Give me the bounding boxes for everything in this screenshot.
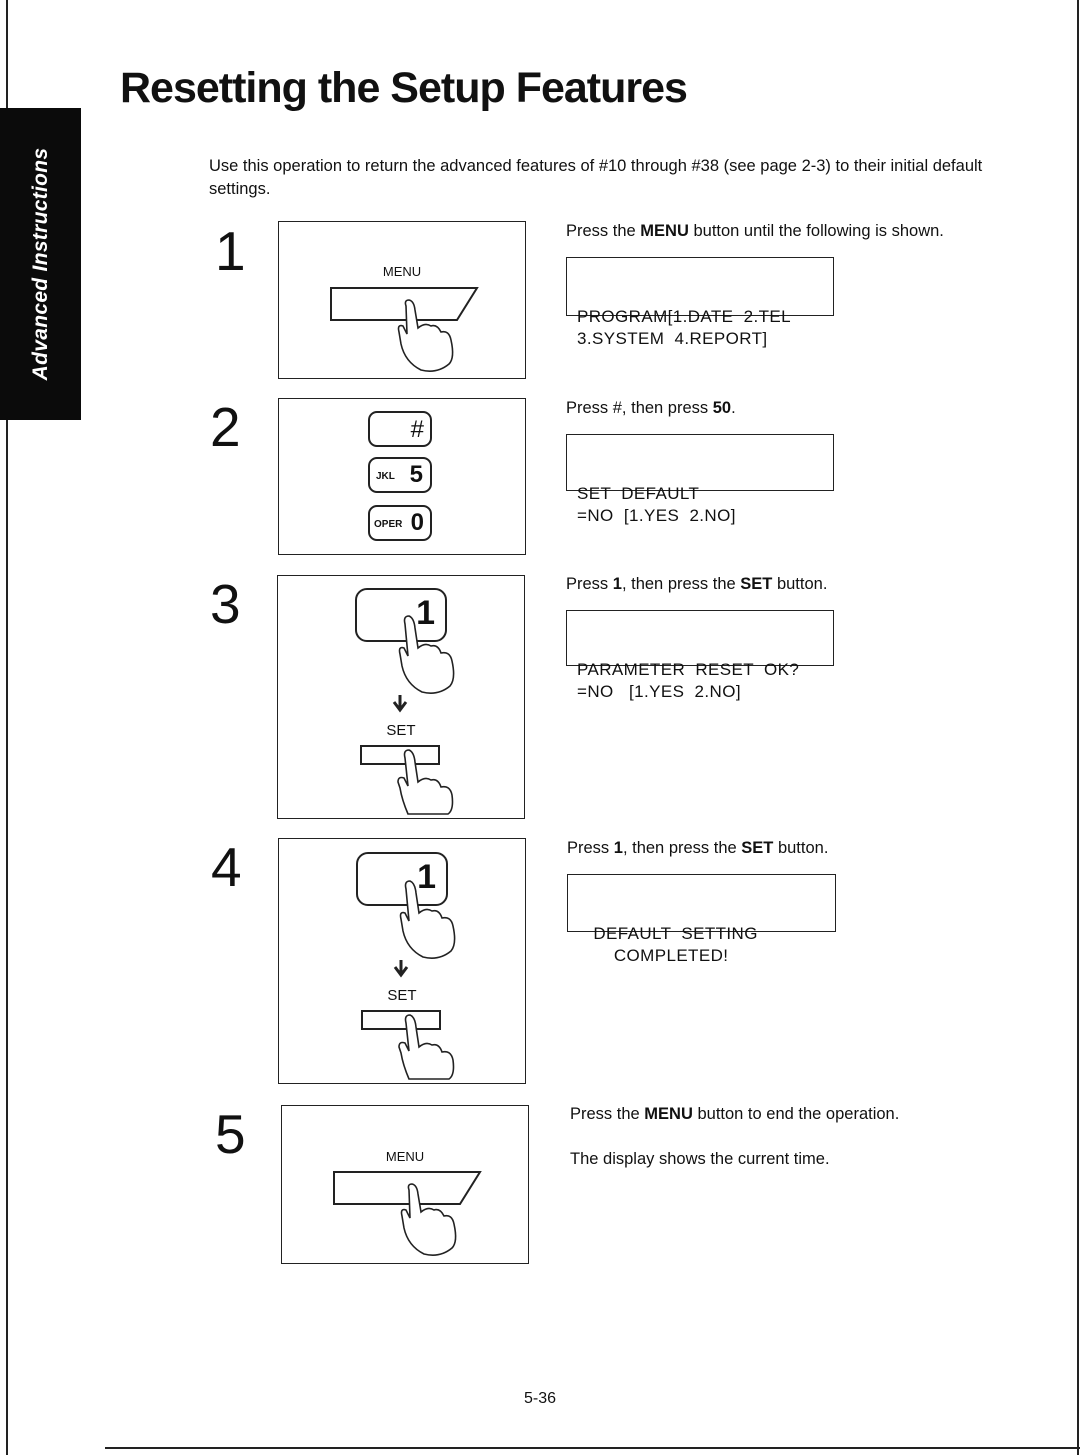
step-3-number: 3 xyxy=(210,573,241,635)
step-3-instruction: Press 1, then press the SET button. xyxy=(566,575,828,593)
step-1-panel: MENU xyxy=(278,221,526,379)
step-5-number: 5 xyxy=(215,1103,246,1165)
step-3-lcd-display: PARAMETER RESET OK?=NO [1.YES 2.NO] xyxy=(566,610,834,701)
step-2-instruction: Press #, then press 50. xyxy=(566,399,736,417)
right-margin-rule xyxy=(1077,0,1079,1455)
step-4-number: 4 xyxy=(211,836,242,898)
menu-button-press-icon xyxy=(333,1171,482,1256)
step-5-instruction: Press the MENU button to end the operati… xyxy=(570,1105,900,1123)
menu-button-label: MENU xyxy=(385,1149,425,1164)
press-key-1-then-set-icon xyxy=(361,880,456,1080)
step-4-instruction: Press 1, then press the SET button. xyxy=(567,839,829,857)
key-1: 1 xyxy=(355,588,447,642)
menu-button-press-icon xyxy=(330,287,479,372)
bottom-margin-rule xyxy=(105,1447,1080,1449)
key-5: JKL 5 xyxy=(368,457,432,493)
step-2-panel: # JKL 5 OPER 0 xyxy=(278,398,526,555)
menu-button-label: MENU xyxy=(382,264,422,279)
step-5-note: The display shows the current time. xyxy=(570,1150,830,1168)
intro-paragraph: Use this operation to return the advance… xyxy=(209,157,983,198)
step-2-lcd-display: SET DEFAULT=NO [1.YES 2.NO] xyxy=(566,434,834,525)
page-title: Resetting the Setup Features xyxy=(120,64,688,112)
step-4-lcd-display: DEFAULT SETTING COMPLETED! xyxy=(567,874,836,965)
key-1: 1 xyxy=(356,852,448,906)
side-tab-label: Advanced Instructions xyxy=(28,147,52,381)
page-number: 5-36 xyxy=(523,1390,557,1407)
step-2-number: 2 xyxy=(210,396,241,458)
press-key-1-then-set-icon xyxy=(360,615,455,815)
step-4-panel: 1 SET xyxy=(278,838,526,1084)
step-5-panel: MENU xyxy=(281,1105,529,1264)
step-1-instruction: Press the MENU button until the followin… xyxy=(566,222,944,240)
section-side-tab: Advanced Instructions xyxy=(0,108,81,420)
set-button-label: SET xyxy=(387,987,417,1004)
step-1-number: 1 xyxy=(215,220,246,282)
key-0: OPER 0 xyxy=(368,505,432,541)
left-margin-rule xyxy=(6,0,8,1455)
set-button-label: SET xyxy=(386,722,416,739)
step-3-panel: 1 SET xyxy=(277,575,525,819)
hash-key: # xyxy=(368,411,432,447)
